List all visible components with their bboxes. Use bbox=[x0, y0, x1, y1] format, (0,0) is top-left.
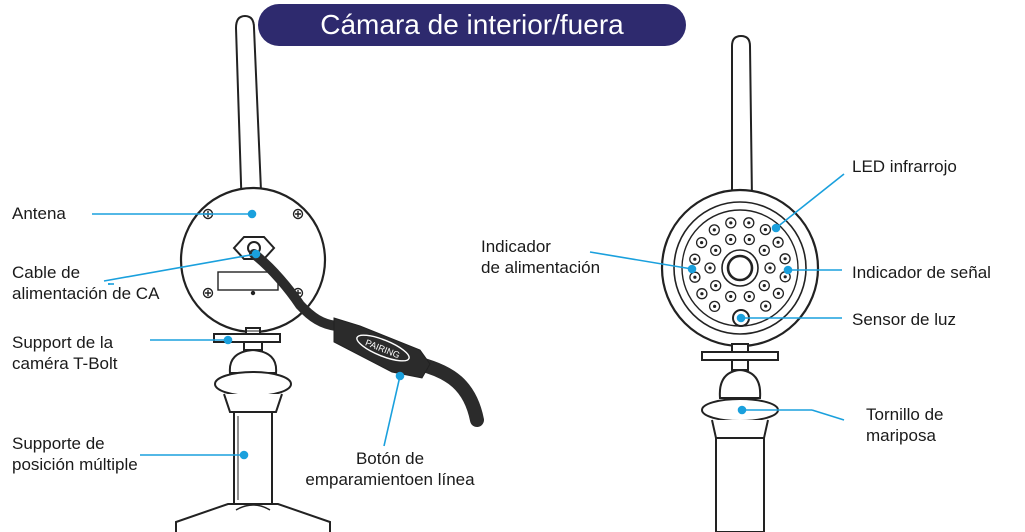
light-sensor-label: Sensor de luz bbox=[852, 310, 956, 329]
ir-led-dot bbox=[714, 284, 718, 288]
ir-led-dot bbox=[762, 248, 766, 252]
page-title: Cámara de interior/fuera bbox=[258, 4, 686, 46]
ir-led-dot bbox=[729, 221, 733, 225]
ir-led-dot bbox=[747, 221, 751, 225]
ir-led-dot bbox=[693, 275, 697, 279]
ir-led-array bbox=[689, 217, 791, 313]
ir-led-dot bbox=[729, 237, 733, 242]
pairing-module: PAIRING bbox=[333, 317, 431, 379]
ir-led-dot bbox=[729, 294, 733, 299]
ir-led-dot bbox=[768, 266, 772, 270]
multi-position-stand-label: Supporte de posición múltiple bbox=[12, 434, 138, 474]
power-indicator-label: Indicador de alimentación bbox=[481, 237, 601, 277]
body-screws bbox=[202, 208, 304, 299]
left-camera bbox=[175, 14, 331, 532]
antenna-label: Antena bbox=[12, 204, 66, 223]
signal-indicator-label: Indicador de señal bbox=[852, 263, 991, 282]
ir-led-dot bbox=[700, 292, 704, 296]
left-screw-ring bbox=[214, 371, 292, 397]
ir-led-dot bbox=[783, 257, 787, 261]
ir-led-label: LED infrarrojo bbox=[852, 157, 957, 176]
wing-screw-label: Tornillo de mariposa bbox=[866, 405, 944, 445]
mount-base bbox=[175, 503, 331, 532]
ir-led-dot bbox=[763, 228, 768, 232]
ir-led-dot bbox=[747, 294, 751, 299]
ir-led-dot bbox=[762, 284, 766, 288]
ir-led-dot bbox=[783, 275, 787, 279]
ir-led-dot bbox=[764, 304, 768, 308]
ir-led-dot bbox=[712, 228, 716, 232]
ir-led-dot bbox=[776, 291, 781, 295]
tbolt-bracket-label: Support de la caméra T-Bolt bbox=[12, 333, 118, 373]
right-antenna bbox=[731, 34, 754, 201]
ir-led-dot bbox=[700, 241, 704, 245]
ir-led-dot bbox=[713, 304, 717, 308]
pairing-button-caption: Botón de emparamientoen línea bbox=[305, 449, 475, 489]
ir-led-dot bbox=[693, 257, 697, 261]
power-cable-label: Cable de alimentación de CA bbox=[12, 263, 160, 303]
mount-pole bbox=[233, 411, 273, 505]
leader-lines bbox=[92, 173, 845, 460]
ir-led-dot bbox=[708, 266, 712, 270]
right-camera bbox=[660, 34, 820, 532]
ir-led-dot bbox=[747, 237, 751, 242]
ir-led-dot bbox=[776, 240, 780, 244]
ir-led-dot bbox=[714, 248, 718, 252]
